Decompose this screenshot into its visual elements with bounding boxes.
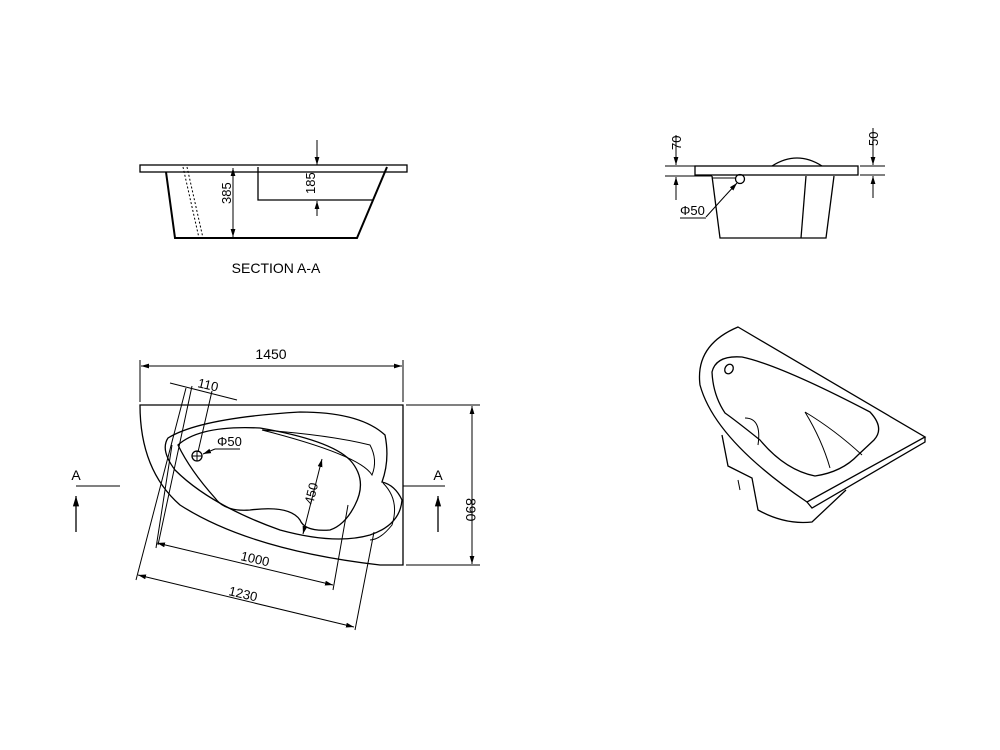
dim-185-label: 185 [303,172,318,194]
dim-890-extension [406,404,480,566]
plan-basin-outer [164,411,403,540]
iso-skirt [721,434,847,524]
side-inner-line [800,175,807,239]
plan-drain-cross [192,451,202,461]
section-rim [139,164,408,173]
dim-110-label: 110 [196,375,220,394]
iso-basin [711,356,880,477]
side-body [711,175,835,239]
dim-1450-extension [139,360,404,402]
dim-70-extension [665,165,712,177]
section-marker-left-label: A [71,467,81,483]
dim-70-label: 70 [669,136,684,150]
plan-view: 1450 890 110 Φ50 450 1000 1230 A A [71,346,480,631]
iso-skirt-detail [737,479,741,491]
section-marker-right-label: A [433,467,443,483]
side-drain-leader [705,195,726,218]
dim-1230-line [137,574,355,628]
side-drain-leader-arrow [724,182,738,197]
plan-basin-inner [177,426,362,531]
plan-headrest [369,482,395,541]
dim-450-line [302,458,323,535]
side-view: Φ50 70 50 [665,128,885,239]
dim-110-extension [157,385,213,546]
section-body [165,166,388,239]
dim-110-line [169,382,238,401]
iso-rim-top [698,326,927,503]
side-rim [694,165,859,176]
side-headrest-bump [771,157,823,167]
dim-50-extension [860,165,885,176]
iso-drain [724,363,734,375]
dim-1230-extension [135,387,375,631]
isometric-view [698,326,927,524]
plan-armrest [261,429,376,477]
dim-385-label: 385 [219,182,234,204]
dim-50-label: 50 [866,132,881,146]
section-step-line [257,167,373,201]
iso-seat [744,417,760,446]
dim-1230-label: 1230 [227,583,259,604]
section-view: 385 185 SECTION A-A [139,140,408,276]
plan-drain-leader [202,448,216,455]
dim-1000-extension [155,444,349,591]
section-title: SECTION A-A [232,260,321,276]
dim-890-label: 890 [463,498,479,522]
dim-1000-label: 1000 [239,548,271,569]
side-drain-label: Φ50 [680,203,705,218]
iso-rim-edge [806,437,926,509]
side-drain-circle [734,173,746,185]
dim-450-label: 450 [301,481,321,506]
section-hatched-wall [182,166,204,239]
plan-drain-label: Φ50 [217,434,242,449]
iso-armrest [804,411,863,469]
dim-1450-label: 1450 [255,346,286,362]
plan-outline [139,404,404,566]
